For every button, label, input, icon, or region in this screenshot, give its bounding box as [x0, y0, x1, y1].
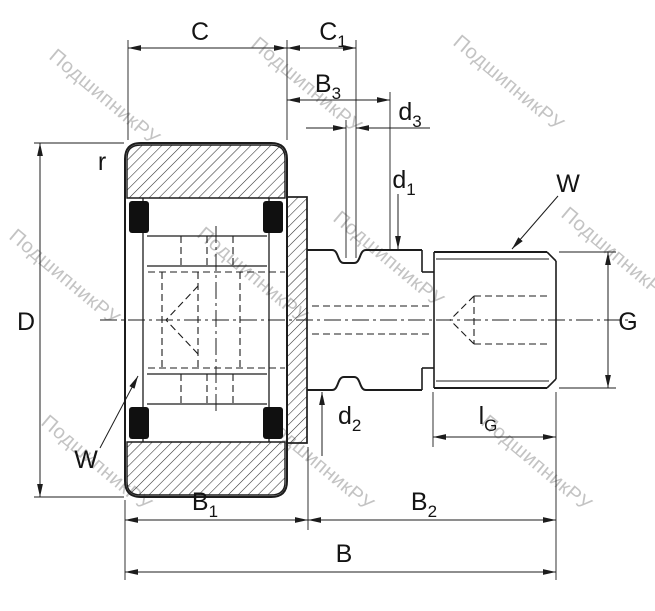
- dim-label-B1: B1: [192, 488, 218, 521]
- seal-bottom-left: [129, 407, 149, 439]
- dim-label-B2-base: B: [411, 488, 428, 516]
- dim-label-W-thread: W: [556, 170, 580, 198]
- dim-label-B: B: [336, 540, 353, 568]
- stud: [100, 196, 628, 444]
- hidden-line: [449, 295, 475, 321]
- seal-top-left: [129, 201, 149, 233]
- outer-ring-section-bottom: [126, 441, 286, 496]
- dim-label-D: D: [17, 308, 35, 336]
- hidden-line: [165, 285, 199, 321]
- dim-label-d2-sub: 2: [352, 416, 361, 435]
- outer-ring-section-top: [126, 144, 286, 199]
- dim-label-B3-sub: 3: [332, 84, 341, 103]
- dim-label-B1-sub: 1: [209, 502, 218, 521]
- thread-chamfer: [546, 251, 557, 262]
- seal-bottom-right: [263, 407, 283, 439]
- dim-label-d3-base: d: [398, 98, 412, 126]
- dim-label-d3-sub: 3: [412, 112, 421, 131]
- dim-label-C1-sub: 1: [337, 32, 346, 51]
- dim-label-r: r: [98, 148, 106, 176]
- watermark-text: ПодшипникРУ: [247, 33, 366, 138]
- dim-label-W-flange: W: [74, 446, 98, 474]
- dim-label-d2: d2: [338, 402, 361, 435]
- dim-label-d1-sub: 1: [406, 180, 415, 199]
- dim-label-d2-base: d: [338, 402, 352, 430]
- dim-label-lG-base: l: [479, 402, 485, 430]
- dim-label-B1-base: B: [192, 488, 209, 516]
- dim-label-C1: C1: [319, 18, 347, 51]
- watermark-text: ПодшипникРУ: [329, 207, 448, 312]
- watermark-text: ПодшипникРУ: [449, 31, 568, 136]
- watermark-text: ПодшипникРУ: [557, 203, 655, 308]
- hidden-line: [449, 319, 475, 345]
- thread-chamfer: [546, 378, 557, 389]
- dim-label-C1-base: C: [319, 18, 337, 46]
- dim-label-G: G: [618, 308, 637, 336]
- seal-top-right: [263, 201, 283, 233]
- leader-W-thread: [511, 195, 559, 250]
- dim-label-d3: d3: [398, 98, 421, 131]
- dim-label-lG: lG: [479, 402, 498, 435]
- hidden-line: [165, 319, 199, 355]
- shaft-bottom-outline: [307, 376, 422, 391]
- outer-ring-outline: [124, 142, 288, 498]
- dim-label-B3-base: B: [315, 70, 332, 98]
- dim-label-C: C: [191, 18, 209, 46]
- watermark-text: ПодшипникРУ: [45, 45, 164, 150]
- shaft-top-outline: [307, 249, 422, 264]
- dim-label-lG-sub: G: [484, 416, 497, 435]
- leader-W-flange: [99, 375, 139, 449]
- dim-label-B2: B2: [411, 488, 437, 521]
- dim-label-B2-sub: 2: [428, 502, 437, 521]
- dimension-layer: C C1 B3 d3 d1 r D W W G d2 lG B1 B2 B: [17, 18, 638, 580]
- dim-label-d1-base: d: [392, 166, 406, 194]
- dim-label-d1: d1: [392, 166, 415, 199]
- dim-label-B3: B3: [315, 70, 341, 103]
